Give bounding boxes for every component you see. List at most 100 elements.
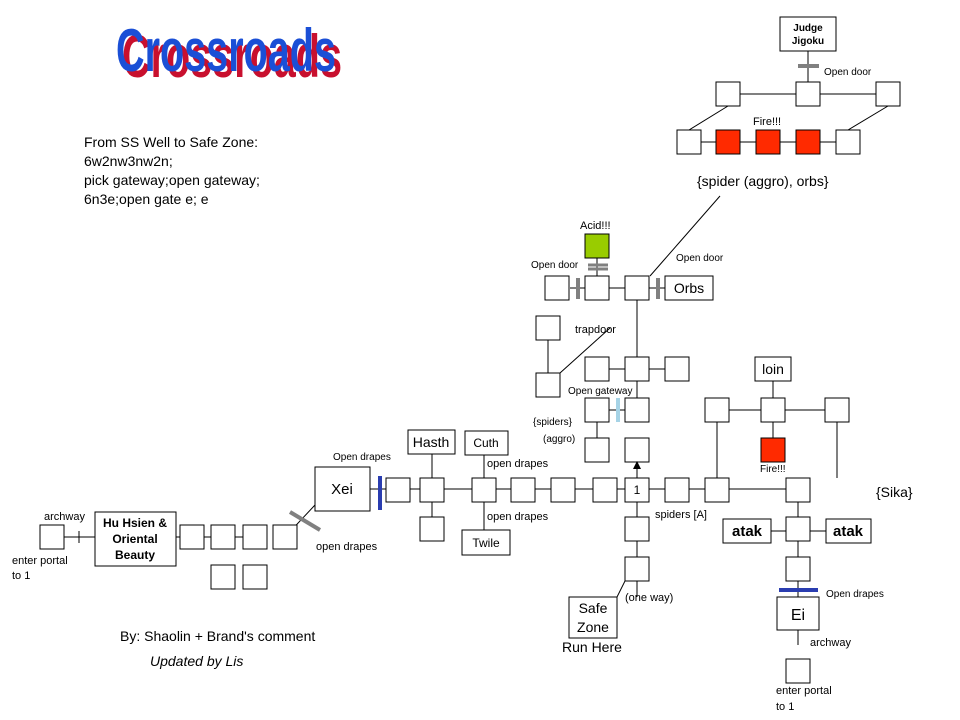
- directions-block: From SS Well to Safe Zone: 6w2nw3nw2n; p…: [84, 134, 260, 207]
- room-safe-zone: Safe Zone: [568, 596, 618, 639]
- label-open-drapes-cuth: open drapes: [487, 458, 549, 470]
- room-under-acid: [584, 275, 610, 301]
- label-enter-portal-left-2: to 1: [12, 570, 30, 582]
- label-open-gateway: Open gateway: [568, 386, 633, 397]
- room-top-3: [875, 81, 901, 107]
- room-door-west: [544, 275, 570, 301]
- svg-text:Safe: Safe: [579, 600, 608, 616]
- directions-line-2: pick gateway;open gateway;: [84, 172, 260, 188]
- link-trapdoor: [559, 327, 611, 374]
- room-fire-3: [795, 129, 821, 155]
- room-orbs: Orbs: [664, 275, 714, 301]
- room-acid: [584, 233, 610, 259]
- svg-text:Twile: Twile: [472, 536, 500, 550]
- room-below-hasth: [419, 516, 445, 542]
- room-above-drapes: [785, 556, 811, 582]
- credits-author: By: Shaolin + Brand's comment: [120, 628, 315, 644]
- link-safe-oneway: [616, 580, 626, 598]
- named-rooms: Judge Jigoku Orbs loin Xei Hasth Cuth Tw…: [94, 16, 872, 639]
- room-atak-right: atak: [825, 518, 872, 544]
- room-left-0: [179, 524, 205, 550]
- rooms: [39, 81, 901, 684]
- svg-text:1: 1: [634, 483, 641, 497]
- svg-text:Judge: Judge: [793, 23, 823, 34]
- room-gate-east: [624, 397, 650, 423]
- room-hu-hsien: Hu Hsien & Oriental Beauty: [94, 511, 177, 567]
- label-spiders-1: {spiders}: [533, 417, 573, 428]
- room-left-2: [242, 524, 268, 550]
- room-left-5: [242, 564, 268, 590]
- label-one-way: (one way): [625, 592, 673, 604]
- room-fire-right: [760, 437, 786, 463]
- room-judge-jigoku: Judge Jigoku: [779, 16, 837, 52]
- credits-updated: Updated by Lis: [150, 653, 243, 669]
- room-main-10: [785, 477, 811, 503]
- label-open-door-left: Open door: [531, 260, 579, 271]
- room-left-4: [210, 564, 236, 590]
- annotations: Open door Fire!!! {spider (aggro), orbs}…: [12, 67, 913, 713]
- label-open-drapes-xei: Open drapes: [333, 452, 391, 463]
- svg-text:Jigoku: Jigoku: [792, 36, 824, 47]
- map-title: Crossroads Crossroads: [116, 17, 342, 90]
- room-one: 1: [624, 477, 650, 503]
- room-above-1: [624, 437, 650, 463]
- room-ei: Ei: [776, 596, 820, 631]
- svg-text:Crossroads: Crossroads: [116, 17, 336, 84]
- label-open-door-right: Open door: [676, 253, 724, 264]
- doors: [288, 64, 819, 592]
- room-fire-row-right: [835, 129, 861, 155]
- svg-text:Crossroads: Crossroads: [122, 23, 342, 90]
- label-acid: Acid!!!: [580, 220, 611, 232]
- label-open-drapes-ei: Open drapes: [826, 589, 884, 600]
- svg-text:Zone: Zone: [577, 619, 609, 635]
- room-portal-left: [39, 524, 65, 550]
- svg-text:Oriental: Oriental: [112, 532, 157, 546]
- svg-text:Cuth: Cuth: [473, 436, 498, 450]
- room-fire-1: [715, 129, 741, 155]
- room-main-4: [510, 477, 536, 503]
- svg-text:loin: loin: [762, 361, 784, 377]
- room-safe-col-2: [624, 556, 650, 582]
- label-enter-portal-left-1: enter portal: [12, 555, 68, 567]
- room-row369-3: [664, 356, 690, 382]
- room-orbs-junction: [624, 275, 650, 301]
- svg-text:Orbs: Orbs: [674, 280, 704, 296]
- svg-text:Hu Hsien &: Hu Hsien &: [103, 516, 167, 530]
- room-atak-center: [785, 516, 811, 542]
- svg-text:atak: atak: [833, 523, 864, 540]
- label-spiders-2: (aggro): [543, 434, 575, 445]
- svg-text:Beauty: Beauty: [115, 548, 155, 562]
- label-enter-portal-right-1: enter portal: [776, 685, 832, 697]
- room-main-hasth: [419, 477, 445, 503]
- room-left-3: [272, 524, 298, 550]
- label-enter-portal-right-2: to 1: [776, 701, 794, 713]
- room-atak-left: atak: [722, 518, 772, 544]
- one-way-arrow: [633, 461, 641, 478]
- room-main-8: [664, 477, 690, 503]
- svg-text:Ei: Ei: [791, 607, 805, 624]
- room-spiders: [584, 437, 610, 463]
- label-trapdoor: trapdoor: [575, 324, 616, 336]
- room-row369-1: [584, 356, 610, 382]
- room-trap-lower: [535, 372, 561, 398]
- label-sika: {Sika}: [876, 484, 913, 500]
- label-spider-orbs: {spider (aggro), orbs}: [697, 173, 829, 189]
- label-spiders-a: spiders [A]: [655, 509, 707, 521]
- room-row369-2: [624, 356, 650, 382]
- room-main-1: [385, 477, 411, 503]
- room-main-5: [550, 477, 576, 503]
- directions-line-1: 6w2nw3nw2n;: [84, 153, 173, 169]
- room-top-1: [715, 81, 741, 107]
- room-main-6: [592, 477, 618, 503]
- room-loin-left: [704, 397, 730, 423]
- room-left-1: [210, 524, 236, 550]
- room-main-cuth: [471, 477, 497, 503]
- label-open-drapes-twile: open drapes: [487, 511, 549, 523]
- link-spider-diag: [649, 195, 721, 277]
- svg-text:atak: atak: [732, 523, 763, 540]
- room-loin-right: [824, 397, 850, 423]
- link-diag-top-right: [847, 105, 889, 131]
- drapes-diag: [288, 510, 322, 532]
- label-open-drapes-diag: open drapes: [316, 541, 378, 553]
